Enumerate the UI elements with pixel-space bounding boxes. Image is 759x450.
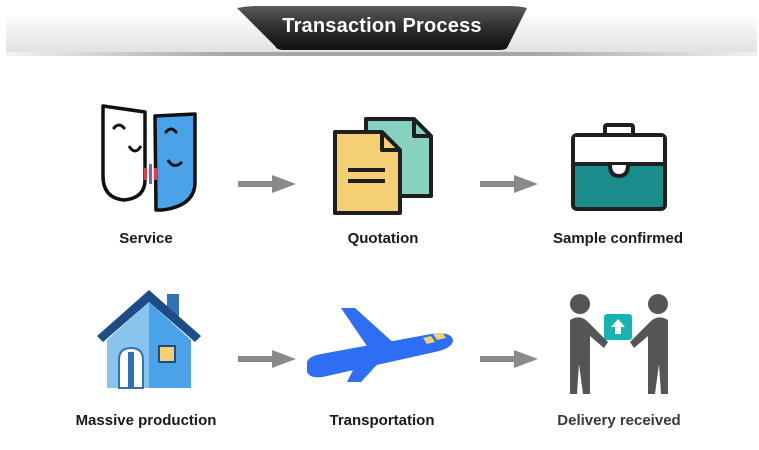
sample-label: Sample confirmed: [552, 230, 684, 247]
production-step: [95, 288, 203, 390]
house-icon: [97, 290, 201, 389]
airplane-icon: [307, 308, 453, 382]
delivery-step: [566, 292, 672, 398]
arrow-right-icon: [480, 175, 538, 193]
service-label: Service: [119, 230, 173, 247]
title-tab: Transaction Process: [237, 6, 527, 50]
arrow-right-icon: [238, 175, 296, 193]
production-label: Massive production: [75, 412, 217, 429]
masks-icon: [101, 104, 197, 212]
service-step: [100, 102, 200, 214]
header-shadow: [6, 52, 757, 56]
quotation-label: Quotation: [347, 230, 419, 247]
transport-step: [305, 306, 455, 382]
briefcase-icon: [571, 123, 667, 211]
sample-step: [570, 122, 668, 212]
documents-icon: [333, 117, 433, 215]
delivery-label: Delivery received: [557, 412, 681, 429]
arrow-right-icon: [480, 350, 538, 368]
handover-icon: [570, 294, 668, 394]
transport-label: Transportation: [329, 412, 435, 429]
page-title: Transaction Process: [282, 15, 482, 37]
quotation-step: [332, 116, 434, 216]
arrow-right-icon: [238, 350, 296, 368]
